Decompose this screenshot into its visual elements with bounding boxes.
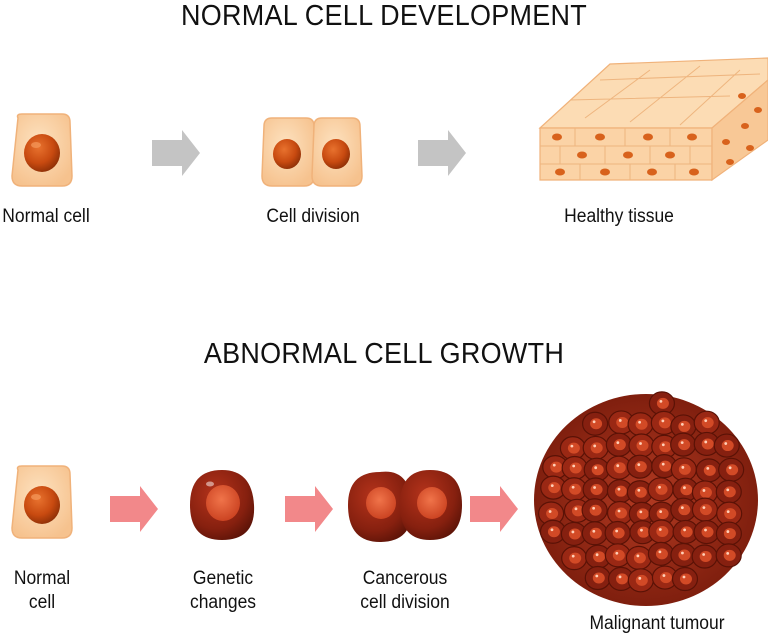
arrow-right-icon: [418, 130, 466, 176]
label-line: cell: [28, 592, 56, 613]
arrow-right-icon: [470, 486, 518, 532]
malignant-tumour-icon: [534, 391, 758, 606]
arrow-right-icon: [285, 486, 333, 532]
label-line: Genetic: [192, 568, 254, 589]
cancerous-division-icon: [348, 470, 462, 542]
label-line: changes: [189, 592, 257, 613]
arrow-right-icon: [152, 130, 200, 176]
normal-cell-icon: [11, 465, 73, 539]
normal-cell-icon: [11, 113, 73, 187]
cell-division-label: Cell division: [266, 206, 360, 227]
arrow-right-icon: [110, 486, 158, 532]
label-line: Normal: [13, 568, 71, 589]
normal-development-title: NORMAL CELL DEVELOPMENT: [180, 0, 588, 32]
label-line: cell division: [360, 592, 450, 613]
label-line: Cancerous: [362, 568, 448, 589]
normal-cell-label: Normal cell: [5, 567, 79, 615]
normal-cell-label: Normal cell: [2, 206, 90, 227]
cell-division-icon: [261, 117, 363, 187]
genetic-changes-label: Genetic changes: [174, 567, 272, 615]
genetic-change-cell-icon: [190, 470, 255, 540]
abnormal-growth-title: ABNORMAL CELL GROWTH: [203, 338, 565, 370]
healthy-tissue-label: Healthy tissue: [564, 206, 674, 227]
malignant-tumour-label: Malignant tumour: [589, 613, 725, 634]
healthy-tissue-icon: [538, 57, 768, 182]
cancerous-cell-division-label: Cancerous cell division: [345, 567, 465, 615]
